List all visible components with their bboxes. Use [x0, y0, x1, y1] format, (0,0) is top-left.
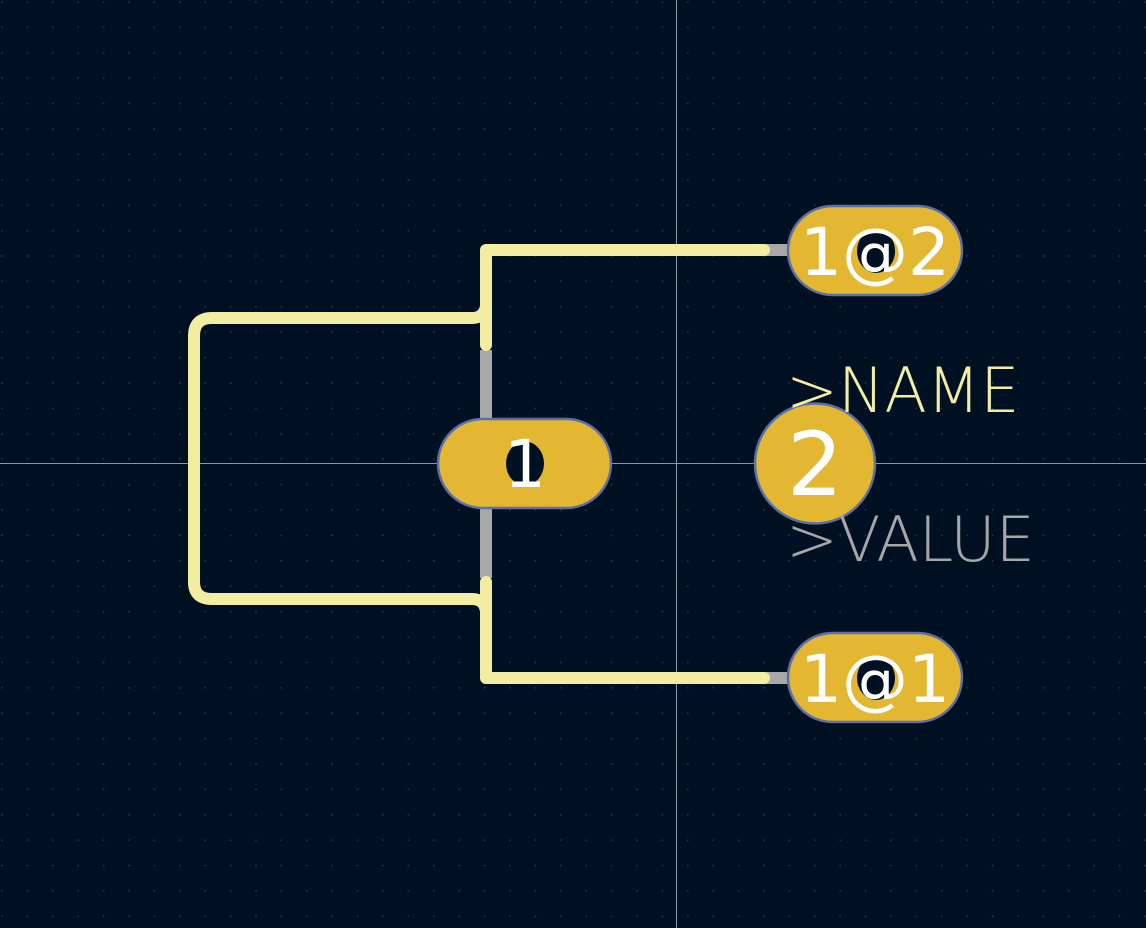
pad-1a2[interactable]: 1@2	[786, 204, 964, 297]
value-field-text[interactable]: >VALUE	[786, 503, 1035, 576]
pad-2-label: 2	[787, 413, 843, 516]
pad-1a2-label: 1@2	[800, 214, 950, 291]
pad-2[interactable]: 2	[753, 402, 877, 525]
silk-bracket-top-join	[466, 300, 492, 324]
silkscreen-outline	[188, 244, 770, 684]
pad-2-copper	[753, 402, 877, 525]
pad-1[interactable]: 1	[436, 417, 613, 510]
pad-1-drill-icon	[506, 441, 544, 486]
pad-1a1-label: 1@1	[800, 641, 950, 718]
pad-1a1-drill-icon	[857, 656, 895, 700]
pad-1-label: 1	[504, 426, 546, 503]
silk-bracket	[188, 312, 478, 605]
name-field-text[interactable]: >NAME	[786, 354, 1019, 427]
pad-1a1[interactable]: 1@1	[786, 631, 964, 724]
silk-bracket-bottom-join	[466, 593, 492, 617]
pad-1a2-drill-icon	[857, 229, 895, 273]
